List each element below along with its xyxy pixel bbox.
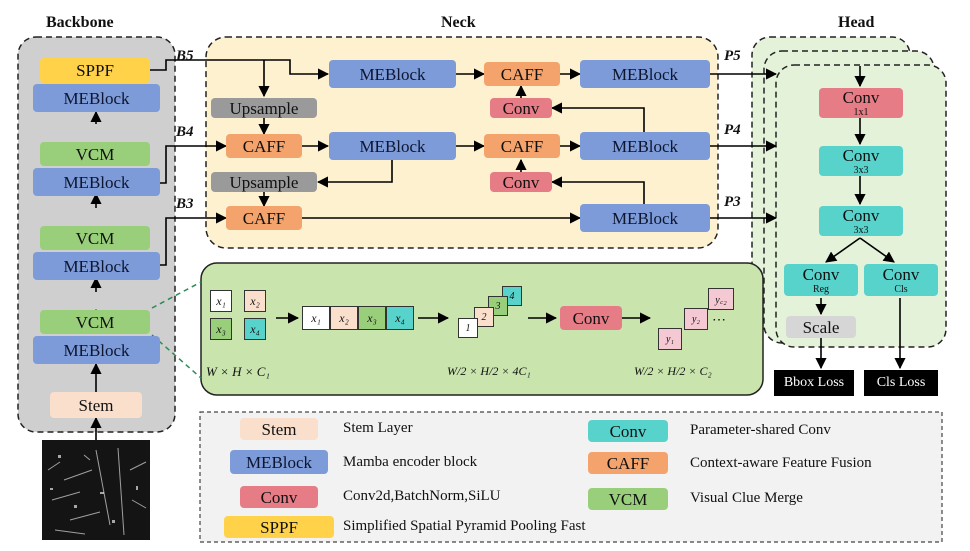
dim-output: W/2 × H/2 × C₂	[634, 364, 712, 378]
legend-key-caff: CAFF	[588, 452, 668, 474]
head-conv-1x1: Conv 1x1	[819, 88, 903, 118]
neck-meblock-mid-right: MEBlock	[580, 132, 710, 160]
head-conv-cls-sub: Cls	[894, 283, 908, 295]
legend-desc-sppf: Simplified Spatial Pyramid Pooling Fast	[343, 518, 586, 534]
legend-key-meblock: MEBlock	[230, 450, 328, 474]
head-conv-reg: Conv Reg	[784, 264, 858, 296]
backbone-meblock-2: MEBlock	[33, 168, 160, 196]
head-conv-3x3-a-sub: 3x3	[853, 164, 869, 176]
neck-meblock-bottom-right: MEBlock	[580, 204, 710, 232]
head-title: Head	[838, 14, 875, 31]
head-conv-cls: Conv Cls	[864, 264, 938, 296]
neck-title: Neck	[441, 14, 476, 31]
head-conv-3x3-a: Conv 3x3	[819, 146, 903, 176]
output-yc2: y꜀₂	[708, 288, 734, 310]
label-b5: B5	[176, 48, 194, 64]
output-y2: y₂	[684, 308, 708, 330]
neck-conv-2: Conv	[490, 172, 552, 192]
legend-desc-stem: Stem Layer	[343, 420, 413, 436]
neck-meblock-top-right: MEBlock	[580, 60, 710, 88]
grid-cell-3: x₃	[210, 318, 232, 340]
concat-cell-2: x₂	[330, 306, 358, 330]
concat-cell-1: x₁	[302, 306, 330, 330]
vcm-detail-panel	[200, 262, 764, 396]
backbone-vcm-1: VCM	[40, 142, 150, 166]
neck-panel	[205, 36, 719, 249]
neck-caff-top: CAFF	[484, 62, 560, 86]
grid-cell-1: x₁	[210, 290, 232, 312]
vcm-detail-conv: Conv	[560, 306, 622, 330]
head-conv-3x3-a-label: Conv	[842, 145, 880, 165]
stack-square-2: 2	[474, 307, 494, 327]
head-conv-cls-label: Conv	[882, 264, 920, 284]
label-p3: P3	[724, 194, 741, 210]
legend-key-sppf: SPPF	[224, 516, 334, 538]
head-scale: Scale	[786, 316, 856, 338]
neck-upsample-2: Upsample	[211, 172, 317, 192]
label-b4: B4	[176, 124, 194, 140]
label-p5: P5	[724, 48, 741, 64]
output-y1: y₁	[658, 328, 682, 350]
head-conv-1x1-label: Conv	[842, 87, 880, 107]
grid-cell-4: x₄	[244, 318, 266, 340]
backbone-vcm-3: VCM	[40, 310, 150, 334]
label-p4: P4	[724, 122, 741, 138]
backbone-sppf: SPPF	[40, 58, 150, 83]
head-conv-1x1-sub: 1x1	[853, 106, 869, 118]
output-ellipsis: ⋯	[712, 313, 726, 328]
concat-cell-3: x₃	[358, 306, 386, 330]
neck-caff-mid-right: CAFF	[484, 134, 560, 158]
legend-key-conv: Conv	[240, 486, 318, 508]
legend-desc-meblock: Mamba encoder block	[343, 454, 478, 470]
neck-meblock-top: MEBlock	[329, 60, 456, 88]
head-conv-3x3-b-label: Conv	[842, 205, 880, 225]
stack-square-1: 1	[458, 318, 478, 338]
backbone-meblock-3: MEBlock	[33, 252, 160, 280]
head-conv-3x3-b-sub: 3x3	[853, 224, 869, 236]
legend-key-vcm: VCM	[588, 488, 668, 510]
backbone-stem: Stem	[50, 392, 142, 418]
concat-cell-4: x₄	[386, 306, 414, 330]
legend-key-stem: Stem	[240, 418, 318, 440]
backbone-vcm-2: VCM	[40, 226, 150, 250]
dim-input: W × H × C₁	[206, 364, 270, 379]
label-b3: B3	[176, 196, 194, 212]
head-conv-reg-label: Conv	[802, 264, 840, 284]
head-conv-reg-sub: Reg	[812, 283, 830, 295]
backbone-meblock-1: MEBlock	[33, 84, 160, 112]
cls-loss: Cls Loss	[864, 370, 938, 396]
neck-conv-1: Conv	[490, 98, 552, 118]
legend-desc-vcm: Visual Clue Merge	[690, 490, 803, 506]
dim-mid: W/2 × H/2 × 4C₁	[447, 364, 531, 378]
backbone-title: Backbone	[46, 14, 114, 31]
neck-upsample-1: Upsample	[211, 98, 317, 118]
neck-caff-bottom: CAFF	[226, 206, 302, 230]
backbone-meblock-4: MEBlock	[33, 336, 160, 364]
neck-caff-mid: CAFF	[226, 134, 302, 158]
grid-cell-2: x₂	[244, 290, 266, 312]
bbox-loss: Bbox Loss	[774, 370, 854, 396]
legend-desc-caff: Context-aware Feature Fusion	[690, 455, 872, 471]
head-conv-3x3-b: Conv 3x3	[819, 206, 903, 236]
legend-desc-conv: Conv2d,BatchNorm,SiLU	[343, 488, 501, 504]
legend-key-shared-conv: Conv	[588, 420, 668, 442]
neck-meblock-mid: MEBlock	[329, 132, 456, 160]
legend-desc-shared-conv: Parameter-shared Conv	[690, 422, 831, 438]
